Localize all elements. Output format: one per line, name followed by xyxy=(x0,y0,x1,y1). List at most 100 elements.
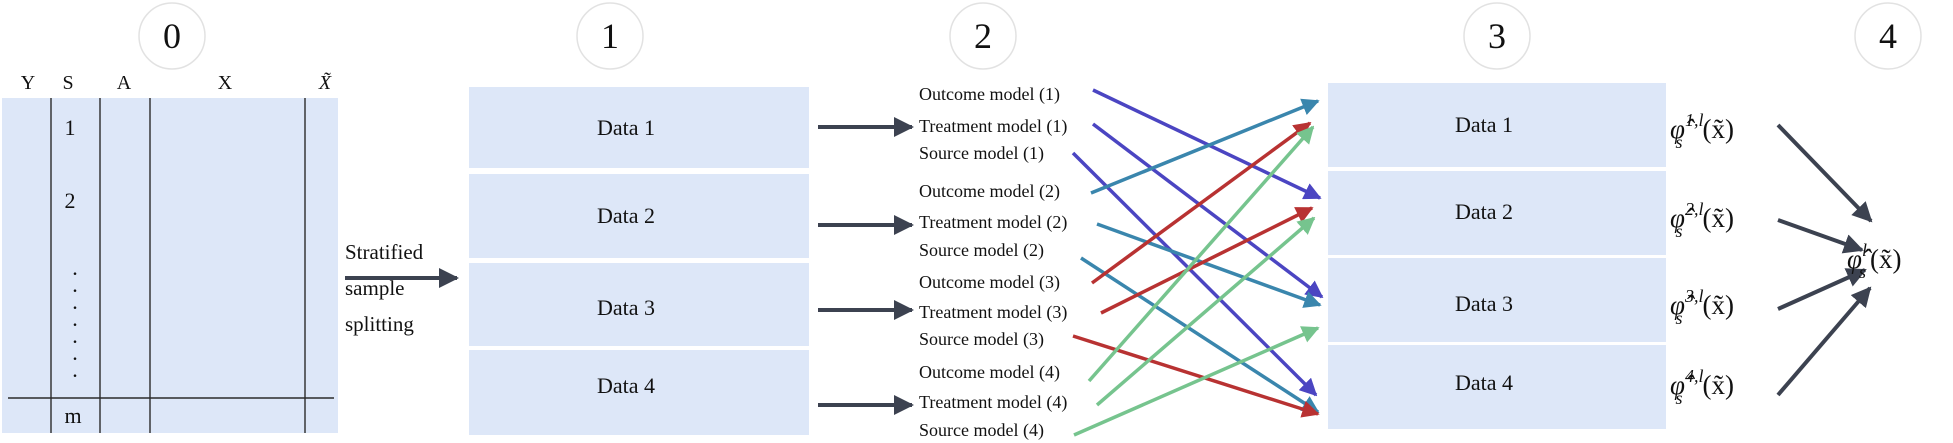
model-labels: Outcome model (1) Treatment model (1) So… xyxy=(919,84,1067,441)
table-row-value: . xyxy=(72,340,78,365)
cross-fit-arrows xyxy=(1071,88,1324,437)
phi-arg: (x̃) xyxy=(1702,203,1733,233)
model-label: Treatment model (2) xyxy=(919,212,1067,233)
phi-sup: 4,l xyxy=(1685,366,1704,386)
cross-fit-arrow-fold1 xyxy=(1091,122,1324,299)
split-label-line: splitting xyxy=(345,312,414,336)
table-row-value: . xyxy=(72,289,78,314)
data-block-left xyxy=(469,87,809,168)
aggregate-arrow xyxy=(1776,123,1873,223)
column-header-a: A xyxy=(117,72,132,94)
phi-arg: (x̃) xyxy=(1702,114,1733,144)
column-header-y: Y xyxy=(21,72,35,94)
cross-fit-arrow-fold2 xyxy=(1096,222,1322,308)
phi-sub: s xyxy=(1859,262,1866,282)
step-2: 2 xyxy=(949,2,1017,70)
model-label: Source model (1) xyxy=(919,143,1044,164)
data-block-left xyxy=(469,263,809,346)
table-row-value: . xyxy=(72,272,78,297)
phi-sub: s xyxy=(1675,221,1682,241)
data-block-right xyxy=(1328,345,1666,429)
data-block-label: Data 3 xyxy=(1455,291,1513,316)
data-block-right xyxy=(1328,258,1666,342)
step-circle xyxy=(1854,2,1922,70)
data-block-label: Data 4 xyxy=(1455,370,1513,395)
phi-arg: (x̃) xyxy=(1702,290,1733,320)
step-number: 3 xyxy=(1488,16,1506,56)
phi-sub: s xyxy=(1675,132,1682,152)
table-row-value: m xyxy=(64,403,81,428)
model-label: Outcome model (2) xyxy=(919,181,1060,202)
table-row-value: 2 xyxy=(65,188,76,213)
step-number: 2 xyxy=(974,16,992,56)
cross-fit-arrow-fold1 xyxy=(1071,151,1318,397)
table-row-value: . xyxy=(72,255,78,280)
data-block-label: Data 2 xyxy=(1455,199,1513,224)
cross-fit-arrow-fold4 xyxy=(1087,125,1315,383)
model-label: Treatment model (4) xyxy=(919,392,1067,413)
table-row-value: . xyxy=(72,323,78,348)
data-block-right xyxy=(1328,171,1666,255)
cross-fit-arrow-fold4 xyxy=(1095,216,1316,407)
phi-arg: (x̃) xyxy=(1702,370,1733,400)
table-row-value: . xyxy=(72,306,78,331)
cross-fit-arrow-fold2 xyxy=(1080,256,1320,414)
step-circle xyxy=(949,2,1017,70)
step-number: 1 xyxy=(601,16,619,56)
data-block-label: Data 3 xyxy=(597,295,655,320)
data-block-left xyxy=(469,174,809,258)
model-label: Source model (3) xyxy=(919,329,1044,350)
data-block-label: Data 4 xyxy=(597,373,655,398)
data-block-label: Data 2 xyxy=(597,203,655,228)
cross-fit-arrow-fold1 xyxy=(1092,88,1322,200)
model-label: Treatment model (1) xyxy=(919,116,1067,137)
phi-sub: s xyxy=(1675,388,1682,408)
model-label: Source model (2) xyxy=(919,240,1044,261)
phi-sup: 2,l xyxy=(1685,199,1704,219)
aggregate-arrows xyxy=(1776,123,1873,397)
step-circle xyxy=(1463,2,1531,70)
split-step: Stratified sample splitting xyxy=(345,240,459,336)
model-label: Outcome model (3) xyxy=(919,272,1060,293)
cross-fit-arrow-fold2 xyxy=(1090,98,1320,195)
column-header-x-tilde: X̃ xyxy=(318,71,332,94)
aggregate-arrow xyxy=(1777,218,1864,254)
phi-sup: 3,l xyxy=(1684,286,1704,306)
cross-fit-arrow-fold3 xyxy=(1100,206,1314,315)
step-4: 4 xyxy=(1854,2,1922,70)
table-row-value: 1 xyxy=(65,115,76,140)
phi-sup: 1,l xyxy=(1685,110,1704,130)
data-blocks-left: Data 1 Data 2 Data 3 Data 4 xyxy=(469,87,809,435)
step-circle xyxy=(138,2,206,70)
data-blocks-right: Data 1 Data 2 Data 3 Data 4 xyxy=(1328,83,1666,429)
column-header-x: X xyxy=(218,72,233,94)
aggregate-arrow xyxy=(1777,268,1867,311)
column-header-s: S xyxy=(62,72,73,94)
model-label: Source model (4) xyxy=(919,420,1044,441)
model-label: Treatment model (3) xyxy=(919,302,1067,323)
data-block-right xyxy=(1328,83,1666,167)
data-block-label: Data 1 xyxy=(1455,112,1513,137)
data-block-label: Data 1 xyxy=(597,115,655,140)
model-label: Outcome model (1) xyxy=(919,84,1060,105)
table-body xyxy=(2,98,338,433)
cross-fit-arrow-fold3 xyxy=(1090,121,1312,285)
table-row-value: . xyxy=(72,357,78,382)
data-table: Y S A X X̃ 1 2 . . . . . . . m xyxy=(2,71,338,433)
step-circle xyxy=(576,2,644,70)
step-3: 3 xyxy=(1463,2,1531,70)
cross-fit-arrow-fold4 xyxy=(1073,326,1320,437)
step-0: 0 xyxy=(138,2,206,70)
data-block-left xyxy=(469,350,809,435)
cross-fit-arrow-fold3 xyxy=(1072,334,1320,418)
phi-sup: l xyxy=(1862,240,1867,260)
phi-arg: (x̃) xyxy=(1870,244,1901,274)
fit-arrows xyxy=(818,117,914,415)
step-1: 1 xyxy=(576,2,644,70)
